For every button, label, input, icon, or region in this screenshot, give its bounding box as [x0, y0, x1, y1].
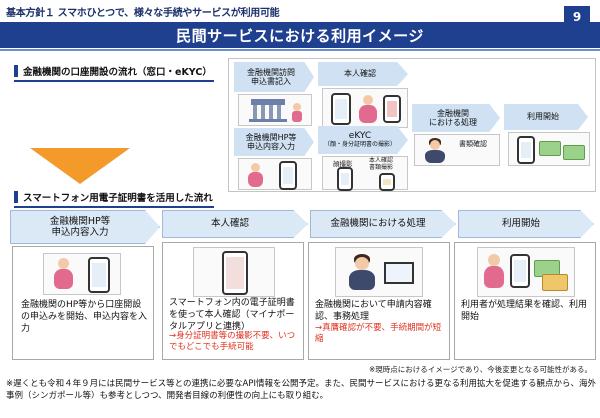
start-illustration [477, 247, 575, 297]
monitor-icon [384, 262, 414, 284]
section2-underline [14, 206, 214, 208]
smartphone-icon [222, 251, 248, 295]
identity-check-image [322, 88, 408, 128]
step2-panel-processing: 金融機関において申請内容確認、事務処理 →真贋確認が不要、手続期間が短縮 [308, 242, 450, 360]
step2-desc-identity: スマートフォン内の電子証明書を使って本人確認（マイナポータルアプリと連携） [169, 298, 295, 333]
step2-identity-check: 本人確認 [162, 210, 308, 238]
ekyc-image: 顔撮影 本人確認 書類撮影 [322, 156, 408, 191]
smartphone-icon [379, 173, 395, 191]
review-label: 書類確認 [459, 140, 487, 148]
step-identity-check: 本人確認 [318, 62, 408, 86]
page-title: 民間サービスにおける利用イメージ [0, 22, 600, 48]
section1-label-text: 金融機関の口座開設の流れ（窓口・eKYC） [23, 67, 212, 78]
down-arrow-icon [30, 148, 130, 184]
smartphone-icon [331, 93, 351, 125]
step2-service-start: 利用開始 [458, 210, 594, 238]
card-icon [563, 145, 585, 160]
hp-input-illustration [43, 253, 121, 295]
person-icon [430, 140, 440, 150]
bank-icon [249, 99, 302, 122]
hp-input-image [238, 158, 312, 190]
ekyc-doc-label: 本人確認 書類撮影 [369, 157, 394, 171]
step2-bank-processing: 金融機関における処理 [310, 210, 456, 238]
step-service-start: 利用開始 [504, 104, 588, 130]
ekyc-subtitle: （顔・身分証明書の撮影） [323, 140, 396, 148]
step-bank-processing: 金融機関 における処理 [412, 104, 500, 132]
processing-illustration [335, 247, 423, 297]
title-divider [0, 49, 600, 51]
step2-hp-input: 金融機関HP等 申込内容入力 [10, 210, 160, 244]
section1-underline [14, 80, 214, 82]
smartphone-icon [510, 254, 530, 288]
step2-panel-identity: スマートフォン内の電子証明書を使って本人確認（マイナポータルアプリと連携） →身… [162, 242, 304, 360]
section1-flow-frame [228, 58, 596, 192]
person-icon [355, 257, 369, 270]
step2-desc-processing: 金融機関において申請内容確認、事務処理 [315, 300, 432, 323]
ekyc-face-label: 顔撮影 [333, 160, 353, 168]
step-bank-visit: 金融機関訪問 申込書記入 [234, 62, 314, 92]
person-icon [363, 95, 373, 105]
section2-label: スマートフォン用電子証明書を活用した流れ [14, 190, 213, 204]
card-icon [539, 141, 561, 156]
identity-illustration [193, 247, 275, 297]
current-image-note: ※現時点におけるイメージであり、今後変更となる可能性がある。 [368, 365, 592, 374]
service-start-image [508, 132, 590, 166]
person-icon [251, 163, 260, 172]
policy-heading: 基本方針１ スマホひとつで、様々な手続やサービスが利用可能 [6, 8, 280, 19]
step-ekyc: eKYC （顔・身分証明書の撮影） [318, 126, 408, 154]
step2-desc-hp: 金融機関のHP等から口座開設の申込みを開始、申込内容を入力 [21, 300, 148, 335]
step2-note-processing: →真贋確認が不要、手続期間が短縮 [315, 323, 442, 345]
person-icon [58, 258, 69, 269]
person-icon [488, 254, 500, 266]
section1-label: 金融機関の口座開設の流れ（窓口・eKYC） [14, 64, 212, 78]
step2-panel-start: 利用者が処理結果を確認、利用開始 [454, 242, 596, 360]
section1-marker [14, 65, 18, 77]
step2-note-identity: →身分証明書等の撮影不要、いつでもどこでも手続可能 [169, 331, 296, 353]
bank-processing-image: 書類確認 [414, 134, 500, 166]
step2-panel-hp: 金融機関のHP等から口座開設の申込みを開始、申込内容を入力 [12, 246, 154, 360]
ekyc-title: eKYC [348, 131, 372, 142]
smartphone-icon [383, 95, 401, 123]
footer-note: ※遅くとも令和４年９月には民間サービス等との連携に必要なAPI情報を公開予定。ま… [6, 379, 596, 402]
section2-marker [14, 191, 18, 203]
smartphone-icon [279, 161, 297, 190]
bank-visit-image [238, 94, 312, 126]
smartphone-icon [337, 167, 353, 191]
step2-desc-start: 利用者が処理結果を確認、利用開始 [461, 300, 588, 323]
step-hp-input: 金融機関HP等 申込内容入力 [234, 128, 314, 156]
card-icon [542, 274, 568, 291]
section2-label-text: スマートフォン用電子証明書を活用した流れ [23, 193, 213, 204]
smartphone-icon [88, 257, 110, 293]
smartphone-icon [517, 136, 535, 164]
